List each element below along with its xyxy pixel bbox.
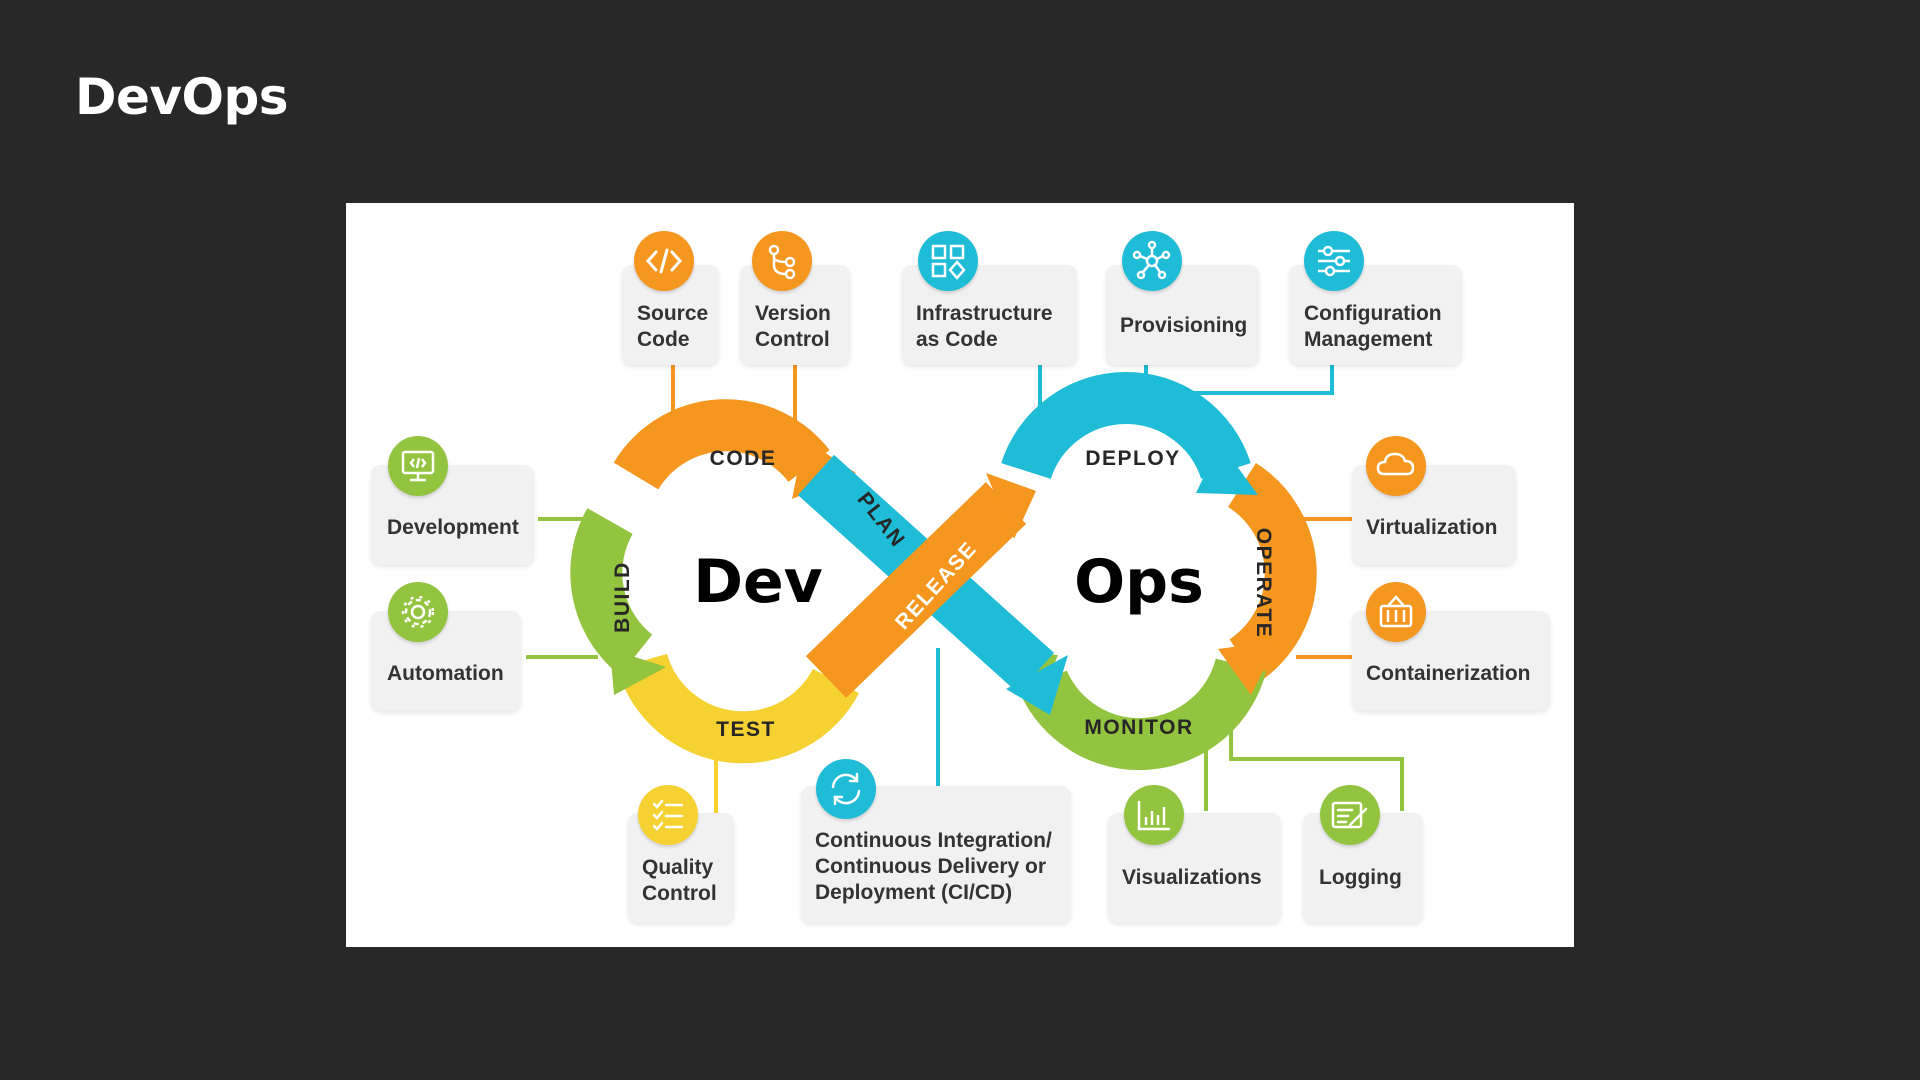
phase-monitor: MONITOR — [1084, 716, 1193, 739]
bar-chart-icon — [1124, 785, 1184, 845]
monitor-code-icon — [388, 436, 448, 496]
blocks-icon — [918, 231, 978, 291]
arc-monitor — [1019, 657, 1267, 770]
label-logging: Logging — [1319, 866, 1402, 889]
slide-title: DevOps — [75, 68, 289, 126]
label-provisioning: Provisioning — [1120, 314, 1248, 337]
band-release — [805, 482, 1027, 698]
label-cicd: Continuous Integration/ Continuous Deliv… — [815, 829, 1052, 904]
document-pen-icon — [1320, 785, 1380, 845]
connector-logging — [1229, 728, 1404, 811]
card-cicd: Continuous Integration/ Continuous Deliv… — [801, 786, 1071, 923]
phase-deploy: DEPLOY — [1085, 447, 1180, 470]
arc-build — [570, 508, 653, 676]
arc-operate — [1227, 463, 1317, 683]
card-config-mgmt: Configuration Management — [1289, 265, 1462, 365]
container-icon — [1366, 582, 1426, 642]
label-visualizations: Visualizations — [1122, 866, 1262, 889]
label-quality-control: Quality Control — [642, 856, 717, 905]
label-config-mgmt: Configuration Management — [1304, 302, 1442, 351]
arrowhead-plan — [1006, 655, 1068, 715]
checklist-icon — [638, 785, 698, 845]
dev-disc — [650, 483, 826, 659]
card-quality-control: Quality Control — [628, 813, 734, 923]
phase-build: BUILD — [611, 561, 634, 633]
network-icon — [1122, 231, 1182, 291]
arc-code — [613, 399, 830, 491]
phase-operate: OPERATE — [1252, 528, 1275, 638]
ops-disc — [1038, 483, 1214, 659]
git-branch-icon — [752, 231, 812, 291]
arc-test — [617, 653, 860, 764]
label-containerization: Containerization — [1366, 662, 1531, 685]
arrowhead-release — [986, 473, 1036, 539]
phase-code: CODE — [710, 447, 777, 470]
label-virtualization: Virtualization — [1366, 516, 1498, 539]
label-automation: Automation — [387, 662, 504, 685]
refresh-icon — [816, 759, 876, 819]
arrowhead-operate — [1218, 641, 1278, 695]
center-dev: Dev — [693, 547, 823, 617]
label-version-control: Version Control — [755, 302, 831, 351]
label-source-code: Source Code — [637, 302, 709, 351]
card-provisioning: Provisioning — [1106, 265, 1259, 365]
sliders-icon — [1304, 231, 1364, 291]
label-development: Development — [387, 516, 519, 539]
arrowhead-build — [610, 649, 666, 695]
phase-test: TEST — [716, 718, 776, 741]
center-ops: Ops — [1074, 547, 1204, 617]
devops-diagram: CODE DEPLOY TEST MONITOR BUILD OPERATE P… — [346, 203, 1574, 947]
label-iac: Infrastructure as Code — [916, 302, 1053, 351]
code-brackets-icon — [634, 231, 694, 291]
arrowhead-deploy — [1196, 443, 1258, 495]
infinity-loop-graphic: CODE DEPLOY TEST MONITOR BUILD OPERATE P… — [526, 363, 1404, 823]
cloud-icon — [1366, 436, 1426, 496]
arc-deploy — [1001, 372, 1251, 480]
gear-icon — [388, 582, 448, 642]
